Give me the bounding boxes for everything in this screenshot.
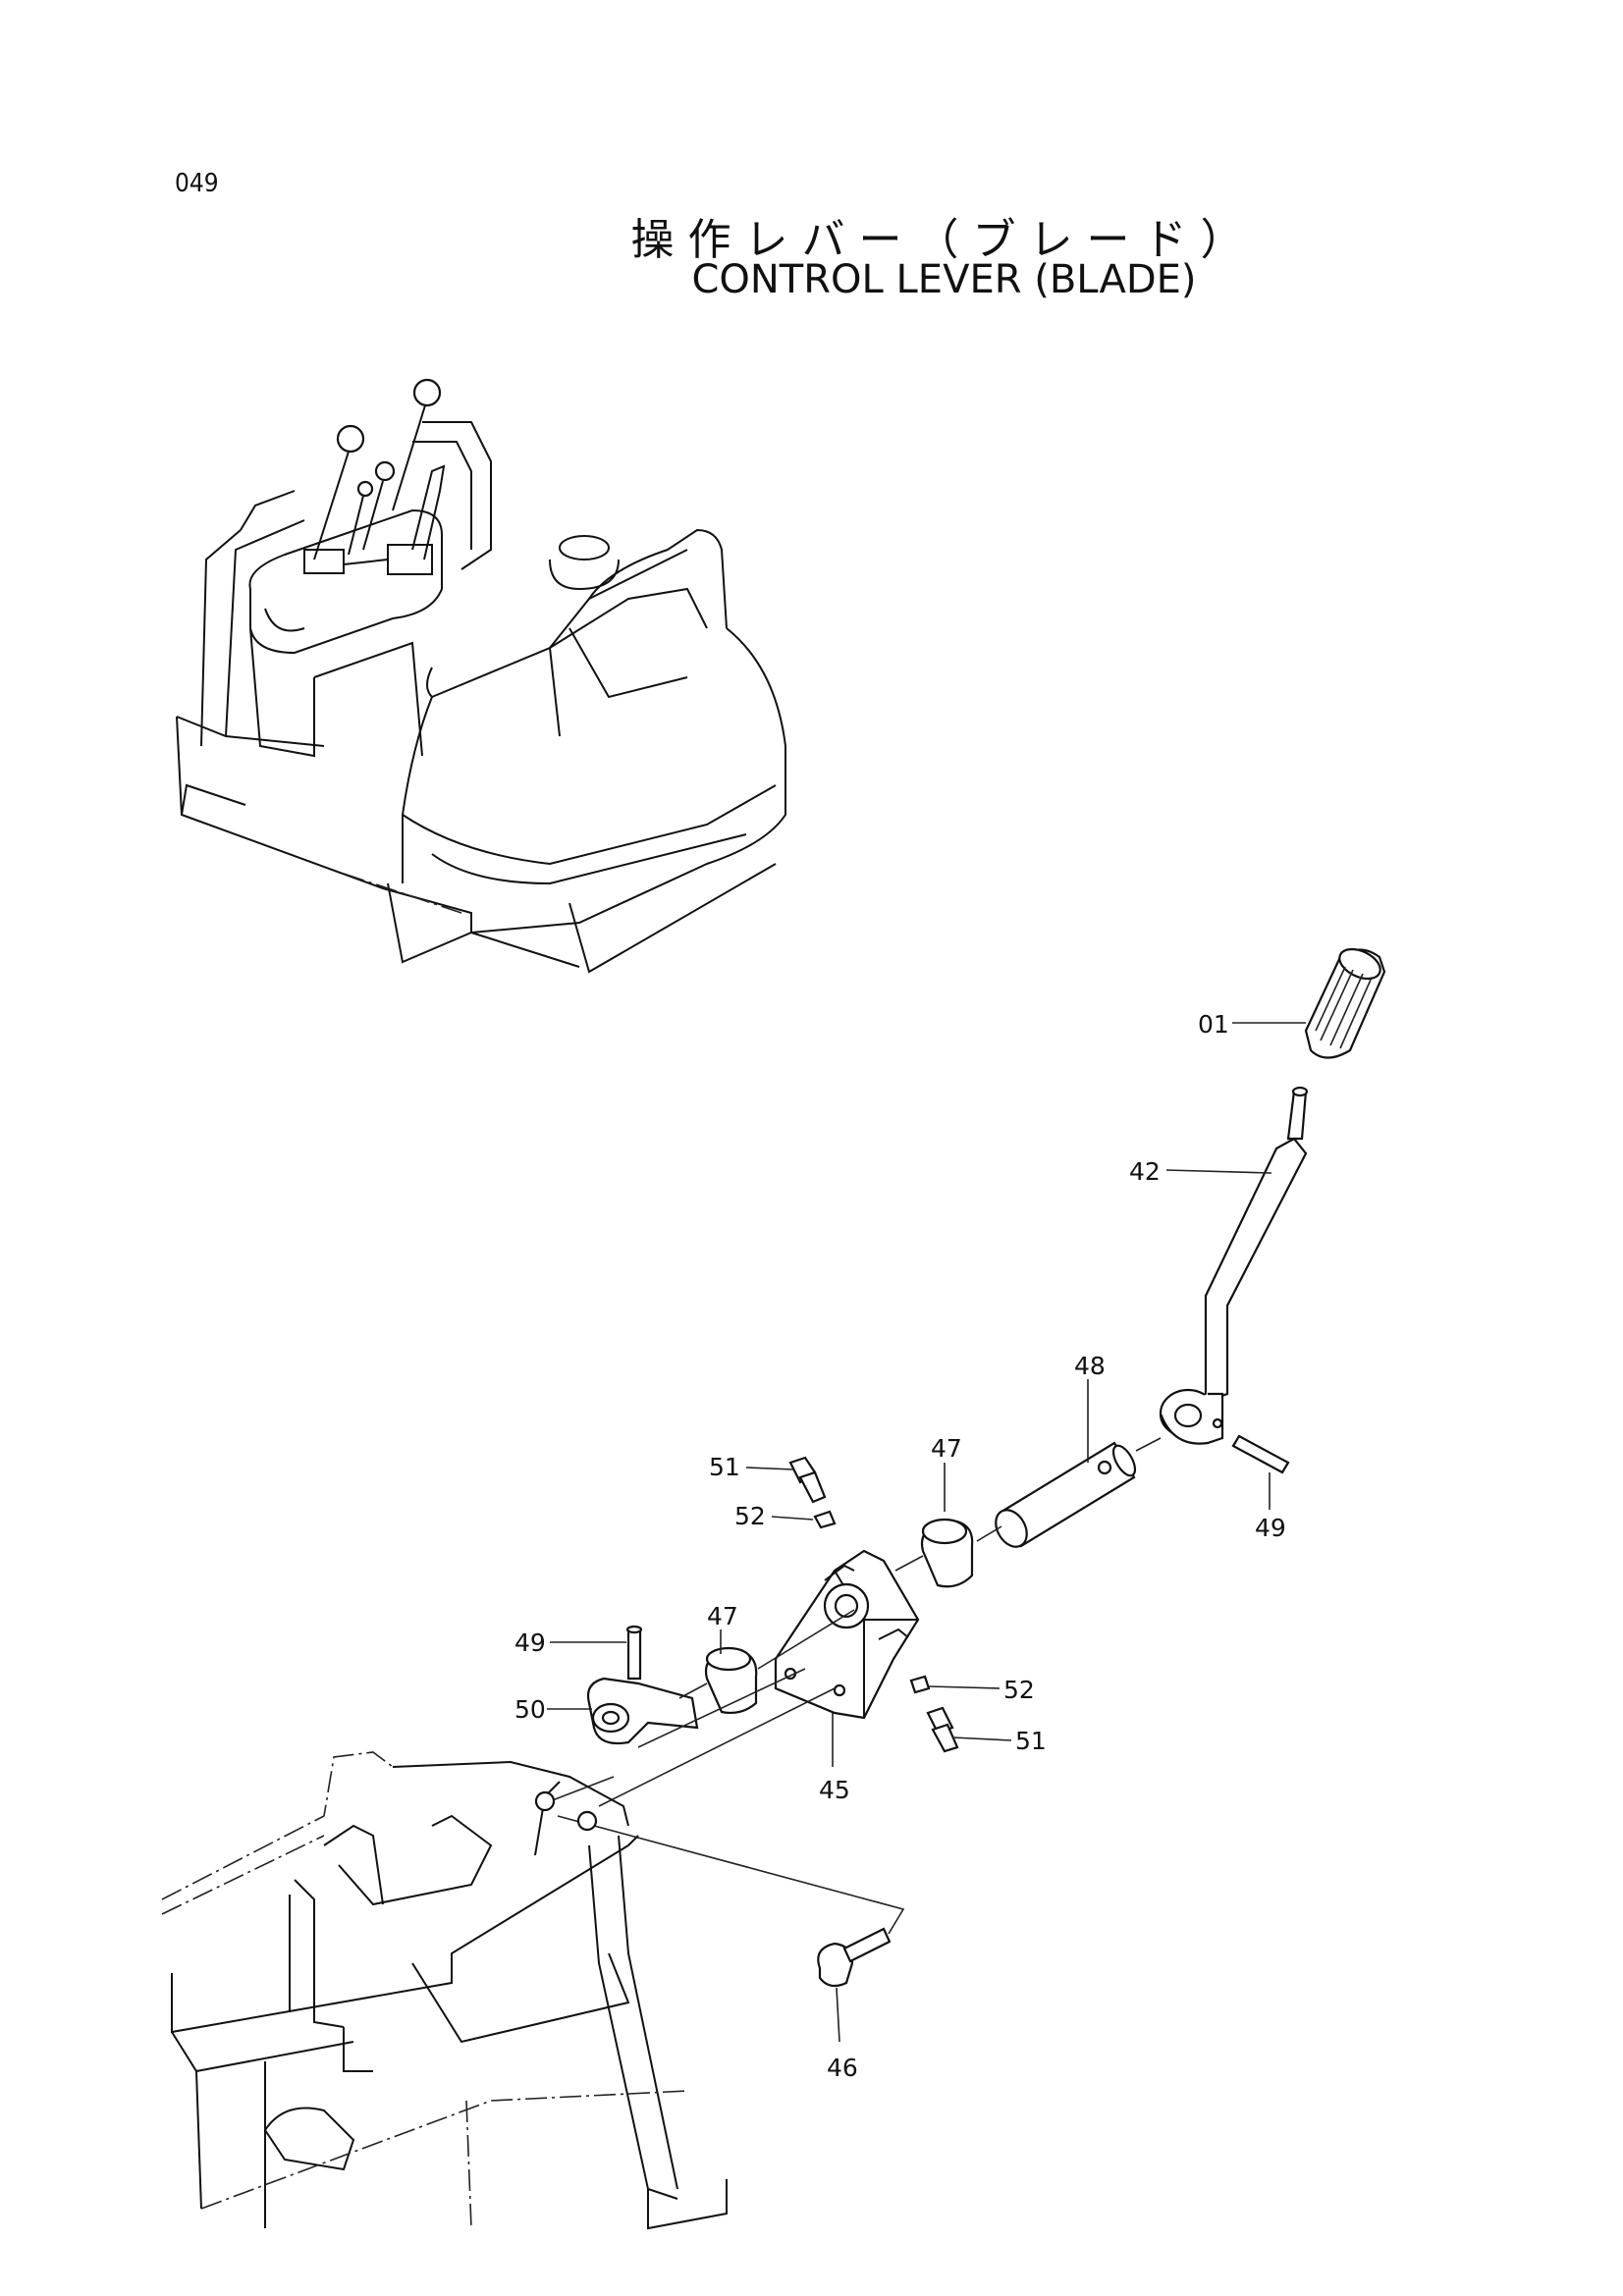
callout-labels: 01 42 48 49 47 51 52 47 49 50 52 51 45 4…: [514, 1010, 1286, 2082]
title-japanese: 操作レバー（ブレード）: [630, 215, 1258, 265]
callout-47-lower: 47: [707, 1602, 738, 1630]
callout-42: 42: [1129, 1157, 1161, 1186]
console-overview-illustration: [176, 378, 786, 974]
lever-rod-part-42: [1159, 1086, 1309, 1445]
lever-arm-part-50: [586, 1677, 699, 1745]
title-english: CONTROL LEVER (BLADE): [691, 257, 1197, 302]
callout-46: 46: [827, 2054, 858, 2082]
callout-49-right: 49: [1255, 1514, 1286, 1542]
nut-part-52-upper: [813, 1510, 837, 1529]
callout-51-lower: 51: [1015, 1727, 1047, 1755]
bolt-part-51-lower: [926, 1706, 959, 1753]
bracket-part-45: [774, 1549, 920, 1720]
console-frame-illustration: [161, 1751, 728, 2230]
callout-50: 50: [514, 1695, 546, 1724]
grip-part-01: [1304, 947, 1386, 1059]
callout-52-lower: 52: [1003, 1676, 1035, 1704]
lever-assembly: [549, 947, 1386, 1988]
bolt-part-51-upper: [788, 1456, 827, 1504]
nut-part-52-lower: [909, 1675, 931, 1694]
pin-part-49-left: [625, 1625, 643, 1681]
leader-lines: [547, 1022, 1306, 2043]
callout-01: 01: [1198, 1010, 1229, 1039]
pin-part-48: [995, 1441, 1137, 1548]
callout-48: 48: [1074, 1352, 1106, 1380]
callout-47-upper: 47: [931, 1434, 962, 1463]
pin-part-49-right: [1231, 1434, 1290, 1474]
callout-45: 45: [819, 1776, 850, 1804]
callout-52-upper: 52: [734, 1502, 766, 1530]
flange-bolt-part-46: [817, 1927, 892, 1988]
callout-49-left: 49: [514, 1629, 546, 1657]
bushing-part-47-upper: [920, 1518, 974, 1588]
callout-51-upper: 51: [709, 1453, 740, 1481]
page-number: 049: [175, 169, 219, 198]
